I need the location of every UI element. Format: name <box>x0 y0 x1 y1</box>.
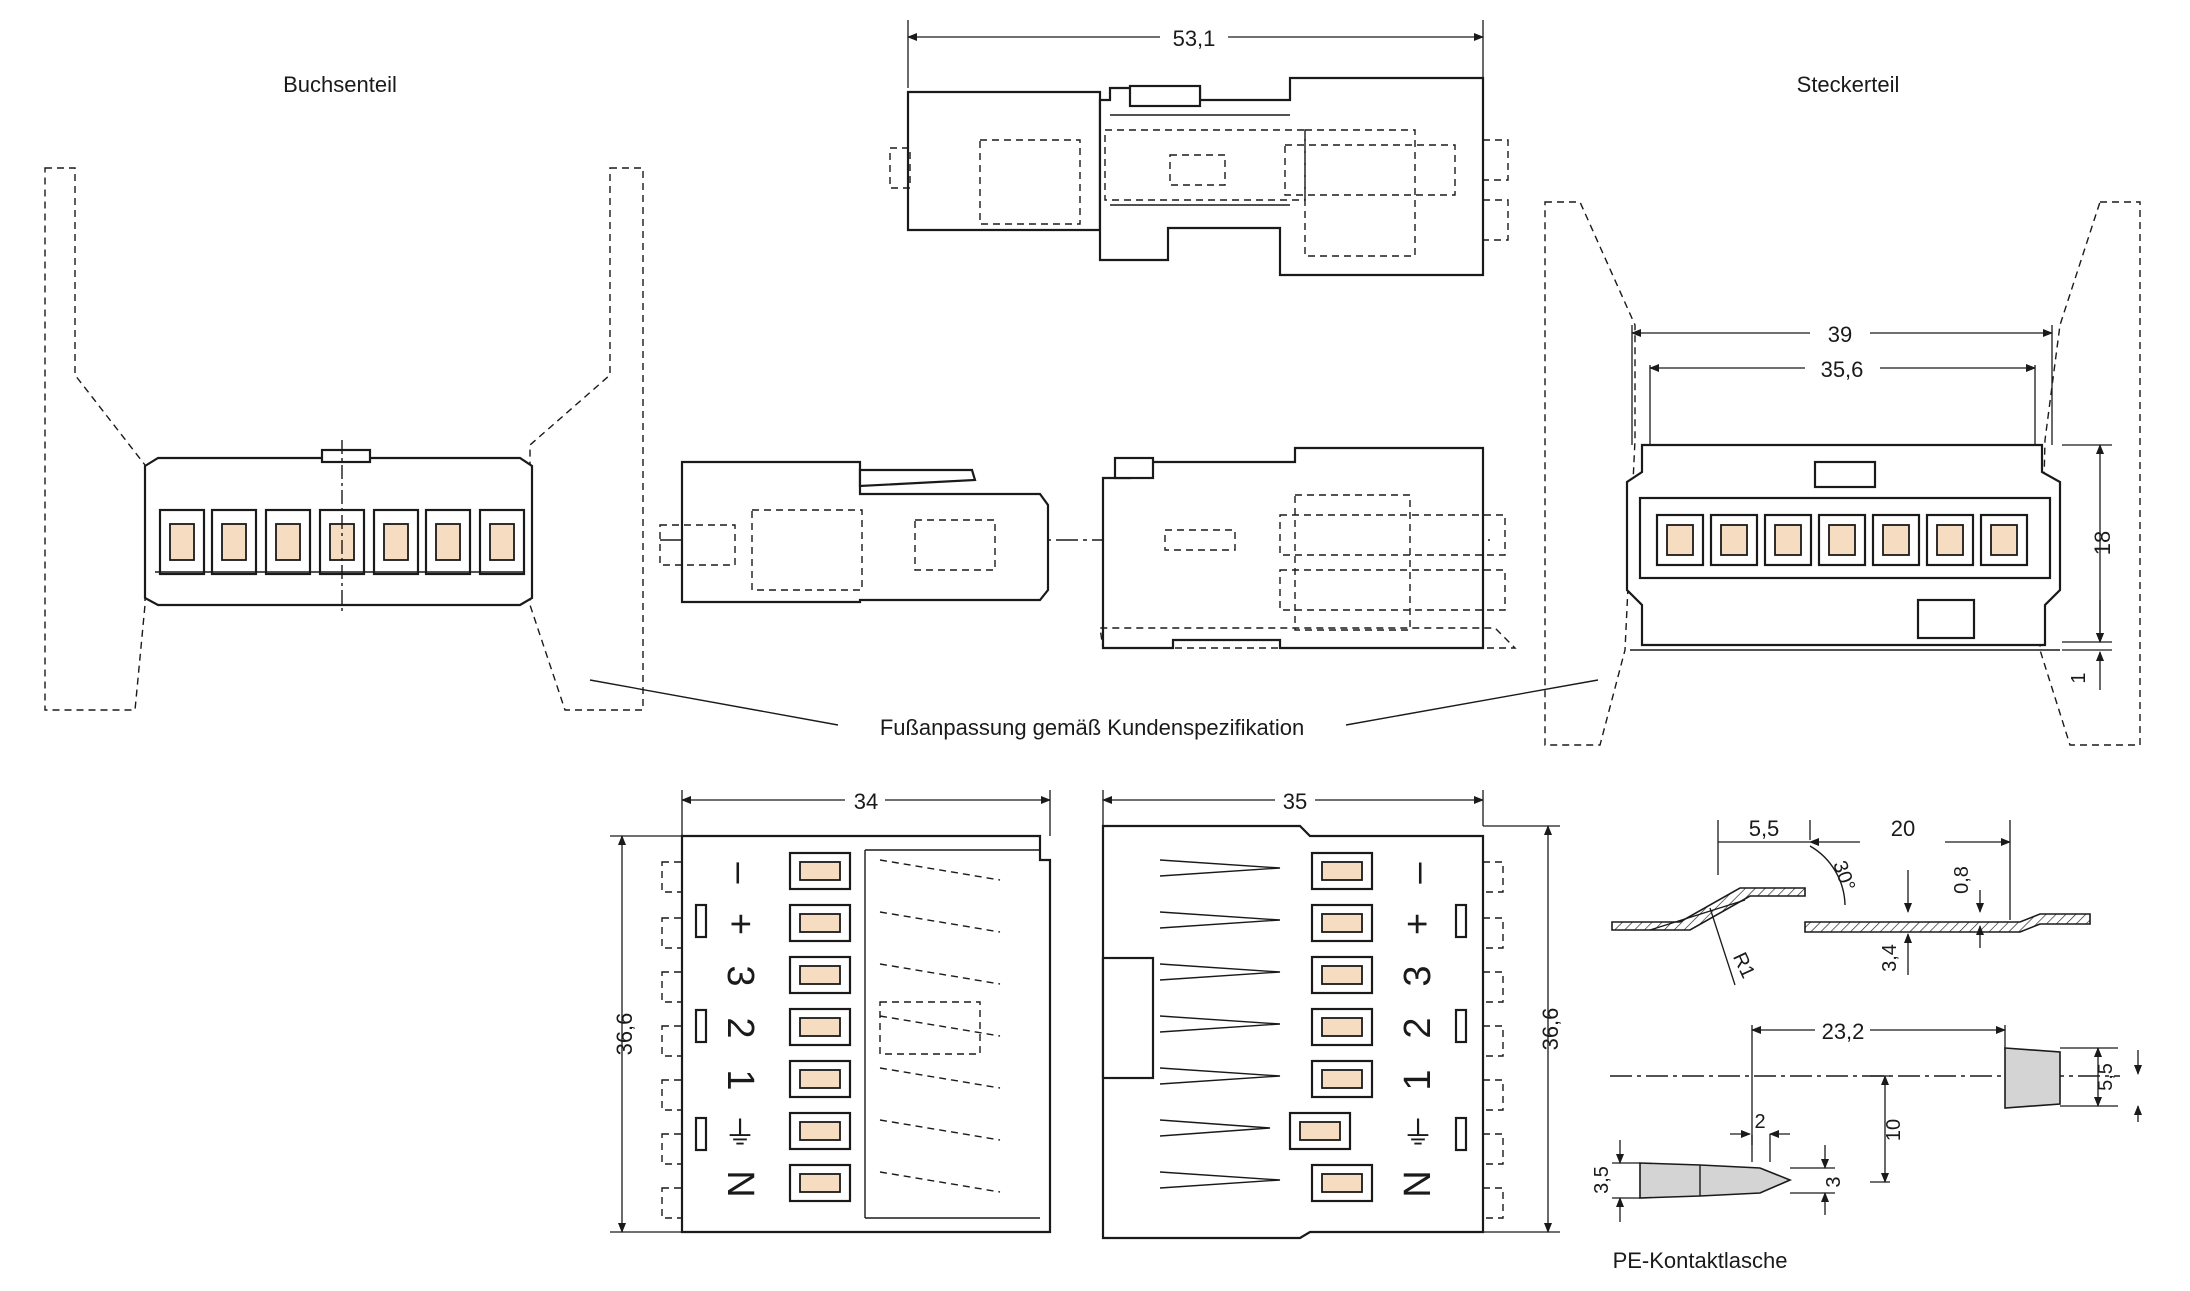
dimension-36-6-right: 36,6 <box>1538 1008 1563 1051</box>
dimension-36-6-left: 36,6 <box>612 1013 637 1056</box>
steckerteil-front-view: 39 35,6 18 <box>1544 201 2141 746</box>
dimension-34: 34 <box>854 789 878 814</box>
pe-contact-profile: 5,5 20 30° R1 3,4 0,8 <box>1611 816 2091 986</box>
plug-contact-row <box>1655 513 2029 567</box>
dimension-5-5-side: 5,5 <box>2095 1063 2117 1091</box>
pe-kontaktlasche-label: PE-Kontaktlasche <box>1613 1248 1788 1273</box>
left-mark-n: N <box>719 1170 761 1197</box>
dimension-3: 3 <box>1823 1176 1845 1187</box>
buchsenteil-label: Buchsenteil <box>283 72 397 97</box>
left-contact-column <box>788 851 852 1203</box>
dimension-10: 10 <box>1883 1119 1905 1141</box>
foot-adaptation-callout: Fußanpassung gemäß Kundenspezifikation <box>589 679 1599 740</box>
middle-side-views <box>659 446 1517 650</box>
dimension-53-1: 53,1 <box>1173 26 1216 51</box>
dimension-0-8: 0,8 <box>1951 866 1973 894</box>
left-mark-plus: + <box>719 913 761 935</box>
left-pin-markings: – + 3 2 1 ⏚ N <box>719 862 761 1197</box>
dimension-18: 18 <box>2090 531 2115 555</box>
right-mark-3: 3 <box>1397 965 1439 986</box>
right-contact-column <box>1288 851 1374 1203</box>
right-ground-symbol-icon: ⏚ <box>1402 1115 1434 1151</box>
steckerteil-label: Steckerteil <box>1797 72 1900 97</box>
dimension-1: 1 <box>2068 672 2090 683</box>
buchsenteil-front-view <box>44 167 644 711</box>
right-mark-plus: + <box>1397 913 1439 935</box>
left-mark-minus: – <box>719 862 761 884</box>
left-mark-3: 3 <box>719 965 761 986</box>
right-mark-n: N <box>1397 1170 1439 1197</box>
dimension-20: 20 <box>1891 816 1915 841</box>
left-mark-2: 2 <box>719 1017 761 1038</box>
steckerteil-top-view: 35 36,6 <box>1101 789 1563 1240</box>
fussanpassung-label: Fußanpassung gemäß Kundenspezifikation <box>880 715 1304 740</box>
right-mark-2: 2 <box>1397 1017 1439 1038</box>
left-mark-1: 1 <box>719 1069 761 1090</box>
socket-row <box>158 508 526 576</box>
buchsenteil-top-view: 34 36,6 <box>610 789 1052 1234</box>
dimension-23-2: 23,2 <box>1822 1019 1865 1044</box>
assembly-top-view: 53,1 <box>889 20 1509 277</box>
right-mark-1: 1 <box>1397 1069 1439 1090</box>
dimension-2: 2 <box>1754 1111 1765 1133</box>
dimension-3-5: 3,5 <box>1591 1166 1613 1194</box>
angle-30: 30° <box>1828 858 1859 894</box>
right-pin-markings: – + 3 2 1 ⏚ N <box>1397 862 1439 1198</box>
right-mark-minus: – <box>1397 862 1439 884</box>
dimension-39: 39 <box>1828 322 1852 347</box>
dimension-5-5-top: 5,5 <box>1749 816 1780 841</box>
dimension-35-6: 35,6 <box>1821 357 1864 382</box>
dimension-3-4: 3,4 <box>1879 944 1901 972</box>
dimension-35: 35 <box>1283 789 1307 814</box>
pe-contact-side: 23,2 5,5 2 3,5 3 10 PE-Kontaktlasche <box>1591 1019 2142 1273</box>
left-ground-symbol-icon: ⏚ <box>724 1115 756 1151</box>
